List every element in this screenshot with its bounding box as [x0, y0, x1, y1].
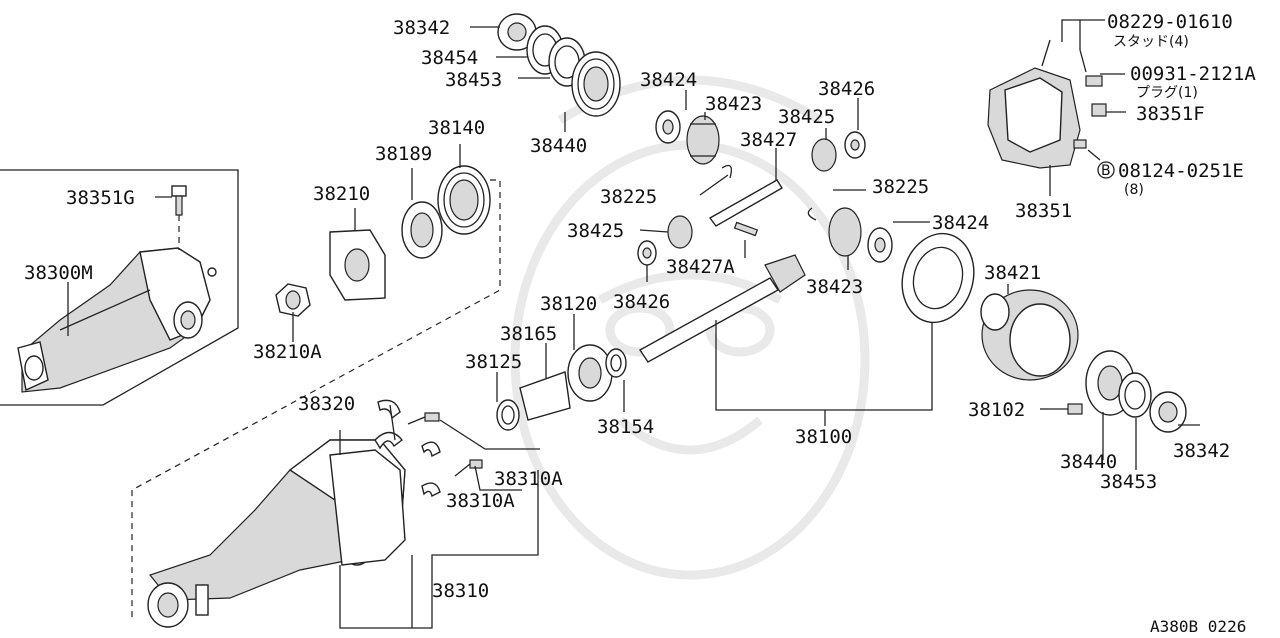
label-38342-top[interactable]: 38342 [393, 17, 450, 39]
part-38225-clip-a[interactable] [721, 164, 733, 179]
inset-frame [0, 169, 239, 406]
label-08229[interactable]: 08229-01610 [1107, 11, 1233, 33]
label-08124-qty: (8) [1124, 182, 1144, 198]
label-38427[interactable]: 38427 [740, 129, 797, 151]
label-38421[interactable]: 38421 [984, 262, 1041, 284]
label-38310[interactable]: 38310 [432, 580, 489, 602]
leaders-pinion [496, 314, 933, 426]
part-38320-gasket[interactable] [329, 449, 406, 566]
label-38210A[interactable]: 38210A [253, 341, 322, 363]
part-38300M-assembly[interactable] [17, 247, 217, 393]
part-38427-shaft[interactable] [708, 179, 783, 227]
part-38189-seal[interactable] [401, 201, 443, 259]
part-38423-side-gear-a[interactable] [686, 115, 720, 165]
circle-B-marker [1097, 161, 1115, 179]
label-38453-right[interactable]: 38453 [1100, 471, 1157, 493]
label-38225-a[interactable]: 38225 [600, 186, 657, 208]
label-38426-a[interactable]: 38426 [818, 78, 875, 100]
leaders-side-top [470, 26, 566, 132]
label-08229-qty: スタッド(4) [1113, 34, 1189, 50]
part-38351-rear-cover[interactable] [987, 67, 1081, 169]
part-38425-pinion-a[interactable] [811, 138, 837, 172]
label-38189[interactable]: 38189 [375, 143, 432, 165]
part-38426-washer-b[interactable] [637, 240, 657, 266]
leaders-diff-gears [639, 90, 930, 282]
part-38120-bearing[interactable] [567, 344, 613, 402]
part-38351F-plug[interactable] [1091, 103, 1107, 117]
label-38120[interactable]: 38120 [540, 293, 597, 315]
part-38351G-bolt[interactable] [171, 185, 187, 250]
part-38310-cap[interactable] [374, 399, 441, 498]
leader-group-38310 [339, 404, 540, 629]
part-38342-ring-right[interactable] [1149, 391, 1187, 433]
label-38351[interactable]: 38351 [1015, 200, 1072, 222]
label-38426-b[interactable]: 38426 [613, 291, 670, 313]
label-08124-B-marker: B [1101, 163, 1111, 179]
label-38342-right[interactable]: 38342 [1173, 440, 1230, 462]
label-38140[interactable]: 38140 [428, 117, 485, 139]
label-38440-right[interactable]: 38440 [1060, 451, 1117, 473]
label-38310A-a[interactable]: 38310A [494, 468, 563, 490]
part-38100-drive-pinion[interactable] [638, 254, 806, 363]
part-38424-washer-b[interactable] [867, 227, 893, 263]
label-38100[interactable]: 38100 [795, 426, 852, 448]
part-38210A-nut[interactable] [275, 283, 311, 317]
leaders-cover [1049, 19, 1126, 196]
part-38102-bolt[interactable] [1048, 403, 1083, 415]
label-38424-a[interactable]: 38424 [640, 69, 697, 91]
label-38210[interactable]: 38210 [313, 183, 370, 205]
label-38454[interactable]: 38454 [421, 47, 478, 69]
part-38427A-pin[interactable] [733, 221, 759, 237]
label-00931-qty: プラグ(1) [1136, 85, 1198, 101]
part-38423-side-gear-b[interactable] [828, 207, 862, 257]
part-38424-washer-a[interactable] [655, 110, 681, 144]
part-38440-bearing-top[interactable] [571, 51, 621, 117]
label-38440-top[interactable]: 38440 [530, 135, 587, 157]
part-38154-washer[interactable] [605, 348, 627, 378]
label-38351F[interactable]: 38351F [1136, 103, 1205, 125]
label-38300M[interactable]: 38300M [24, 262, 93, 284]
label-38320[interactable]: 38320 [298, 393, 355, 415]
part-08124-bolt[interactable] [1073, 139, 1087, 149]
part-38453-shim-right[interactable] [1118, 372, 1152, 418]
label-08124[interactable]: 08124-0251E [1118, 160, 1244, 182]
part-38100-ring-gear[interactable] [893, 225, 984, 330]
label-38424-b[interactable]: 38424 [932, 212, 989, 234]
part-00931-plug[interactable] [1085, 75, 1103, 87]
label-00931[interactable]: 00931-2121A [1130, 63, 1256, 85]
part-38425-pinion-b[interactable] [667, 215, 693, 249]
label-38225-b[interactable]: 38225 [872, 176, 929, 198]
leaders-right [1007, 284, 1200, 470]
label-38423-b[interactable]: 38423 [806, 276, 863, 298]
label-38423-a[interactable]: 38423 [705, 93, 762, 115]
part-38310A-bolt[interactable] [407, 412, 483, 477]
leaders-pinion-front [292, 144, 461, 342]
label-38453-top[interactable]: 38453 [445, 69, 502, 91]
part-38225-clip-b[interactable] [807, 207, 817, 221]
part-38125-washer[interactable] [496, 399, 520, 431]
label-38425-a[interactable]: 38425 [778, 106, 835, 128]
label-38102[interactable]: 38102 [968, 399, 1025, 421]
label-38425-b[interactable]: 38425 [567, 220, 624, 242]
part-38140-bearing[interactable] [437, 165, 491, 235]
label-38125[interactable]: 38125 [465, 351, 522, 373]
part-labels: 38342 38454 38453 38440 38424 38423 3842… [24, 11, 1256, 636]
part-08229-stud[interactable] [1041, 39, 1087, 73]
part-38165-spacer[interactable] [519, 371, 571, 421]
part-38426-washer-a[interactable] [844, 131, 866, 159]
label-38310A-b[interactable]: 38310A [446, 490, 515, 512]
part-38421-diff-case[interactable] [980, 289, 1079, 381]
part-38210-flange[interactable] [329, 229, 386, 301]
part-38342-top-ring[interactable] [497, 13, 537, 51]
label-38351G[interactable]: 38351G [66, 187, 135, 209]
label-38154[interactable]: 38154 [597, 416, 654, 438]
label-38165[interactable]: 38165 [500, 323, 557, 345]
diagram-ref-code: A380B 0226 [1150, 617, 1246, 636]
label-38427A[interactable]: 38427A [666, 256, 735, 278]
